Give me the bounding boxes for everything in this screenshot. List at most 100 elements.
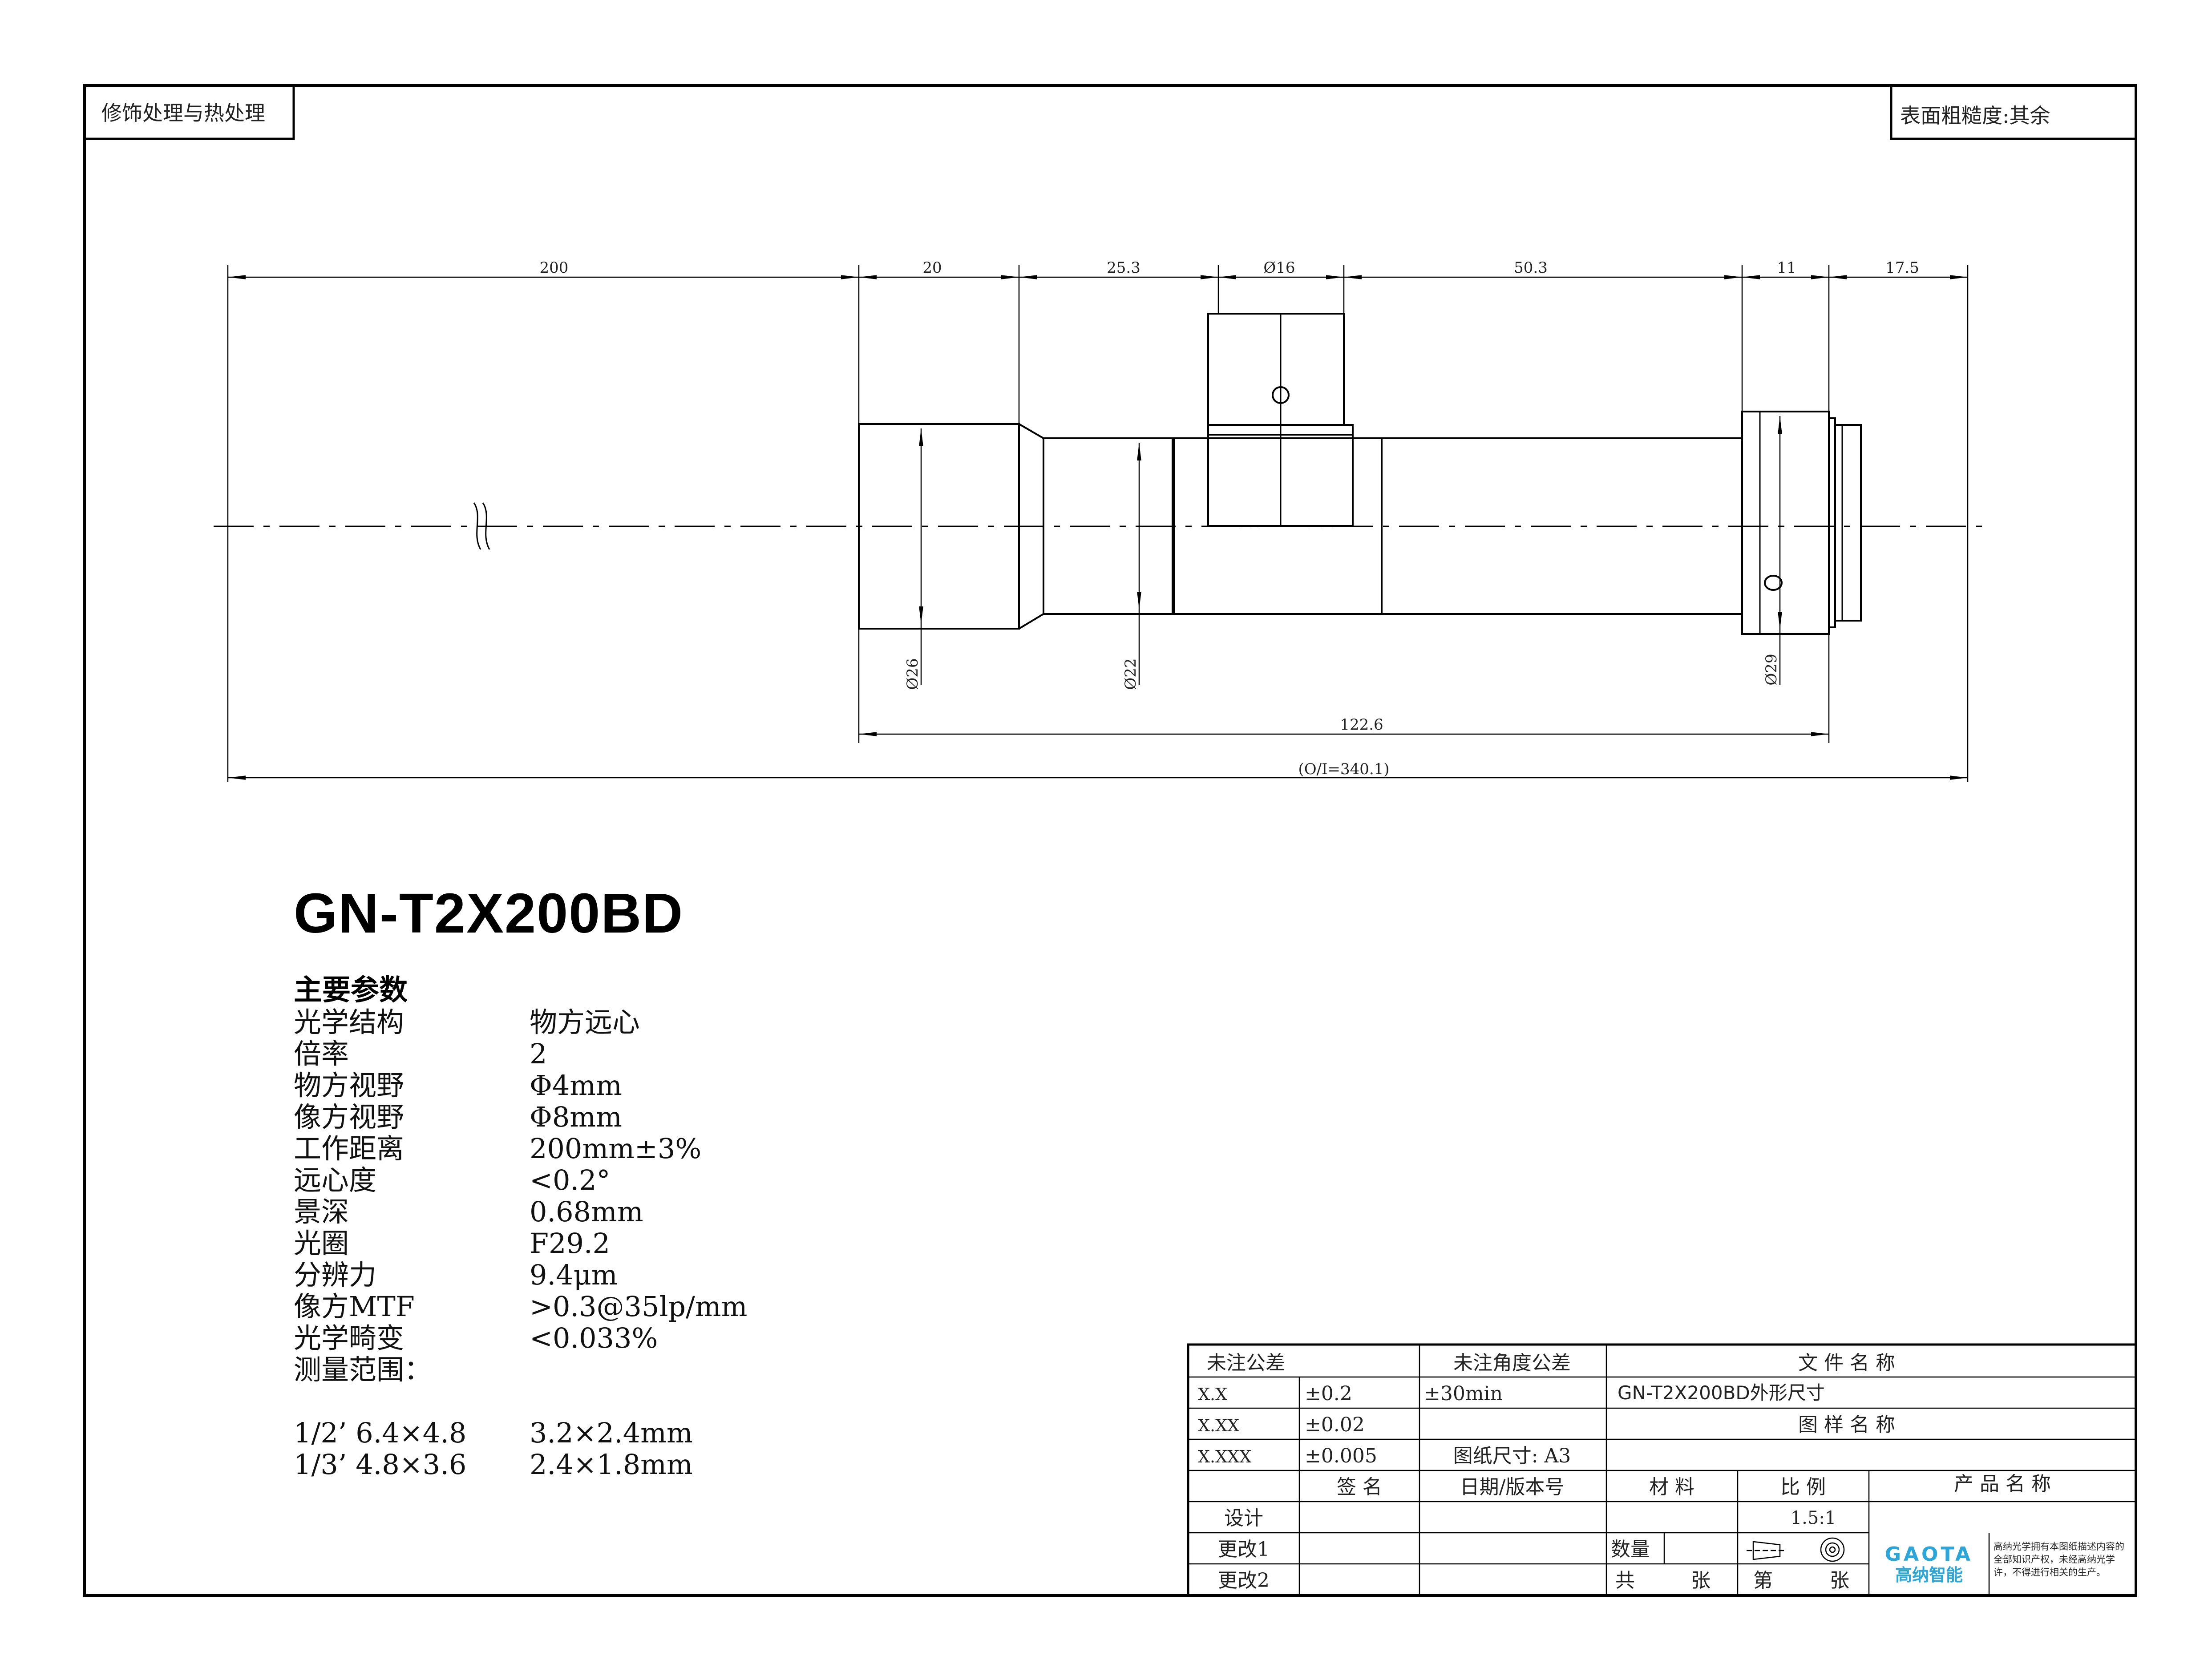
tb-xxxx-value: ±0.005: [1305, 1445, 1377, 1467]
sensor-field: 3.2×2.4mm: [530, 1417, 693, 1449]
param-row: 测量范围：: [294, 1354, 961, 1385]
dim-17-5: 17.5: [1885, 259, 1919, 277]
param-key: 分辨力: [294, 1259, 377, 1291]
dim-phi29: Ø29: [1763, 654, 1780, 685]
param-key: 像方MTF: [294, 1290, 415, 1323]
param-key: 物方视野: [294, 1069, 404, 1102]
param-row: 像方MTF >0.3@35lp/mm: [294, 1291, 961, 1322]
param-row: 工作距离 200mm±3%: [294, 1133, 961, 1164]
tb-rev2: 更改2: [1218, 1569, 1270, 1592]
dim-total: (O/I=340.1): [1298, 760, 1389, 778]
tb-sign-header: 签 名: [1337, 1476, 1382, 1498]
param-row: 远心度 <0.2°: [294, 1164, 961, 1196]
param-key: 远心度: [294, 1164, 377, 1196]
dim-phi26: Ø26: [904, 658, 922, 690]
title-block: 未注公差 未注角度公差 文 件 名 称 X.X ±0.2 ±30min GN-T…: [1187, 1343, 2137, 1597]
dim-phi16: Ø16: [1263, 259, 1295, 277]
param-value: F29.2: [530, 1227, 611, 1260]
param-row: 像方视野 Φ8mm: [294, 1101, 961, 1133]
tb-material-header: 材 料: [1649, 1476, 1694, 1498]
tb-xxx-label: X.XX: [1198, 1416, 1239, 1435]
tb-scale-value: 1.5:1: [1791, 1508, 1836, 1528]
model-name: GN-T2X200BD: [294, 882, 684, 945]
tb-total-b: 张: [1691, 1569, 1711, 1592]
tb-scale-header: 比 例: [1780, 1476, 1826, 1498]
sensor-format: 1/3’ 4.8×3.6: [294, 1448, 467, 1481]
param-value: <0.033%: [530, 1322, 658, 1354]
param-key: 测量范围：: [294, 1353, 432, 1386]
tb-xxxx-label: X.XXX: [1198, 1447, 1251, 1466]
sensor-format: 1/2’ 6.4×4.8: [294, 1417, 467, 1449]
finish-label: 修饰处理与热处理: [101, 101, 265, 125]
tb-xx-label: X.X: [1198, 1385, 1227, 1404]
dim-50-3: 50.3: [1514, 259, 1548, 277]
tb-file-name: GN-T2X200BD外形尺寸: [1618, 1382, 1825, 1404]
param-value: 物方远心: [530, 1006, 640, 1038]
tb-xxx-value: ±0.02: [1305, 1413, 1365, 1436]
param-value: 0.68mm: [530, 1195, 643, 1228]
param-key: 光圈: [294, 1227, 349, 1260]
param-row: 光圈 F29.2: [294, 1228, 961, 1259]
finish-box: 修饰处理与热处理: [83, 84, 295, 140]
param-row: 光学结构 物方远心: [294, 1006, 961, 1038]
logo-text-cn: 高纳智能: [1895, 1565, 1963, 1585]
param-value: 2: [530, 1038, 547, 1070]
tb-quantity: 数量: [1611, 1538, 1650, 1561]
param-key: 像方视野: [294, 1101, 404, 1133]
copyright-notice: 高纳光学拥有本图纸描述内容的全部知识产权，未经高纳光学许，不得进行相关的生产。: [1994, 1541, 2124, 1578]
tb-tol-header: 未注公差: [1207, 1352, 1285, 1374]
dim-25-3: 25.3: [1107, 259, 1140, 277]
drawing-frame: [83, 84, 2137, 1597]
tb-sheet-b: 张: [1830, 1569, 1849, 1592]
parameters-panel: 主要参数 光学结构 物方远心倍率 2 物方视野 Φ4mm 像方视野 Φ8mm 工作距离 200m…: [294, 974, 961, 1480]
param-value: >0.3@35lp/mm: [530, 1290, 748, 1323]
dimension-texts: 200 20 25.3 Ø16 50.3 11 17.5 122.6 (O/I=…: [540, 259, 1919, 778]
tb-sheet-a: 第: [1753, 1569, 1773, 1592]
sensor-list: 1/2’ 6.4×4.8 3.2×2.4mm 1/3’ 4.8×3.6 2.4×1.8…: [294, 1417, 961, 1480]
dim-11: 11: [1777, 259, 1796, 277]
param-value: Φ4mm: [530, 1069, 622, 1102]
spacer: [294, 1385, 961, 1417]
dimension-lines: [227, 265, 1969, 782]
roughness-label: 表面粗糙度:其余: [1900, 104, 2050, 128]
parameters-title: 主要参数: [294, 974, 408, 1007]
tb-product-header: 产 品 名 称: [1954, 1473, 2051, 1495]
sensor-row: 1/2’ 6.4×4.8 3.2×2.4mm: [294, 1417, 961, 1449]
tb-rev1: 更改1: [1218, 1538, 1270, 1561]
dim-20: 20: [922, 259, 942, 277]
brand-logo: GAOTA 高纳智能: [1876, 1544, 1982, 1585]
param-value: Φ8mm: [530, 1101, 622, 1133]
dim-200: 200: [540, 259, 569, 277]
param-key: 工作距离: [294, 1132, 404, 1165]
dim-phi22: Ø22: [1122, 658, 1140, 690]
param-key: 倍率: [294, 1038, 349, 1070]
lens-outline: [214, 313, 1985, 635]
tb-xx-value: ±0.2: [1305, 1382, 1352, 1405]
tb-design: 设计: [1224, 1507, 1263, 1530]
tb-pattern-header: 图 样 名 称: [1798, 1413, 1895, 1436]
roughness-box: 表面粗糙度:其余: [1890, 84, 2137, 140]
dim-122-6: 122.6: [1340, 716, 1383, 734]
param-value: 200mm±3%: [530, 1132, 702, 1165]
param-row: 物方视野 Φ4mm: [294, 1070, 961, 1101]
tb-date-header: 日期/版本号: [1460, 1476, 1565, 1498]
param-row: 光学畸变 <0.033%: [294, 1322, 961, 1354]
projection-symbol: [1747, 1537, 1845, 1562]
param-value: 9.4μm: [530, 1259, 618, 1291]
param-key: 光学畸变: [294, 1322, 404, 1354]
tb-total-a: 共: [1615, 1569, 1635, 1592]
tb-ang-header: 未注角度公差: [1453, 1352, 1571, 1374]
param-value: <0.2°: [530, 1164, 611, 1196]
param-key: 景深: [294, 1195, 349, 1228]
tb-ang-value: ±30min: [1424, 1382, 1503, 1405]
param-row: 倍率 2: [294, 1038, 961, 1070]
param-key: 光学结构: [294, 1006, 404, 1038]
tb-file-header: 文 件 名 称: [1798, 1352, 1895, 1374]
logo-text-en: GAOTA: [1884, 1543, 1973, 1566]
sensor-field: 2.4×1.8mm: [530, 1448, 693, 1481]
param-row: 分辨力 9.4μm: [294, 1259, 961, 1291]
sensor-row: 1/3’ 4.8×3.6 2.4×1.8mm: [294, 1449, 961, 1480]
param-row: 景深 0.68mm: [294, 1196, 961, 1228]
tb-paper-size: 图纸尺寸: A3: [1453, 1445, 1571, 1467]
